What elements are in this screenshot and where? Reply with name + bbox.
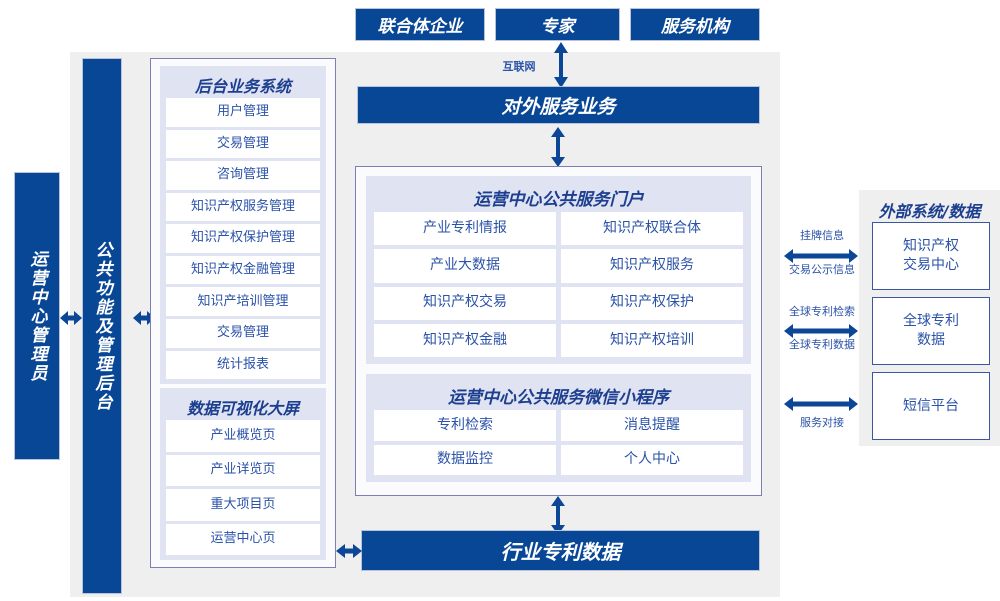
top-actor-label: 服务机构 (661, 17, 729, 37)
backend-system-item[interactable]: 知识产权服务管理 (166, 192, 320, 222)
public-portal-item[interactable]: 产业专利情报 (374, 212, 556, 246)
operator-role-box[interactable]: 运营中心管理员 (14, 172, 60, 460)
public-portal-item[interactable]: 知识产权培训 (561, 323, 743, 357)
data-visualization-item[interactable]: 重大项目页 (166, 489, 320, 521)
external-link-label-bottom-2: 服务对接 (800, 416, 844, 429)
backend-system-item[interactable]: 咨询管理 (166, 161, 320, 190)
wechat-miniprogram-item[interactable]: 消息提醒 (561, 410, 743, 441)
backend-system-item[interactable]: 交易管理 (166, 318, 320, 348)
external-link-arrow-0 (784, 248, 858, 264)
admin-backend-box[interactable]: 公共功能及管理后台 (82, 58, 122, 594)
wechat-miniprogram-grid: 专利检索 消息提醒 数据监控 个人中心 (374, 410, 743, 475)
external-system-box-2[interactable]: 短信平台 (872, 372, 990, 440)
external-link-label-top-0: 挂牌信息 (800, 229, 844, 242)
industry-patent-data-bar[interactable]: 行业专利数据 (361, 530, 760, 571)
backend-system-item[interactable]: 用户管理 (166, 98, 320, 127)
top-actor-box-0[interactable]: 联合体企业 (355, 8, 485, 41)
wechat-miniprogram-item[interactable]: 个人中心 (561, 444, 743, 475)
public-portal-item[interactable]: 产业大数据 (374, 249, 556, 283)
top-actor-box-2[interactable]: 服务机构 (630, 8, 760, 41)
data-visualization-item[interactable]: 产业概览页 (166, 420, 320, 452)
data-visualization-title: 数据可视化大屏 (186, 399, 299, 418)
operator-admin-arrow (60, 310, 82, 326)
backend-system-item[interactable]: 交易管理 (166, 129, 320, 159)
external-link-label-bottom-0: 交易公示信息 (789, 263, 855, 276)
admin-backend-label: 公共功能及管理后台 (91, 240, 112, 412)
external-systems-title: 外部系统/数据 (878, 202, 981, 221)
wechat-miniprogram-item[interactable]: 专利检索 (374, 410, 556, 441)
public-portal-grid: 产业专利情报 知识产权联合体 产业大数据 知识产权服务 知识产权交易 知识产权保… (374, 212, 743, 357)
top-actor-label: 联合体企业 (377, 17, 463, 37)
external-system-label: 短信平台 (903, 397, 959, 414)
external-link-label-bottom-1: 全球专利数据 (789, 338, 855, 351)
backend-system-title: 后台业务系统 (194, 77, 291, 96)
data-visualization-item[interactable]: 产业详览页 (166, 454, 320, 486)
admin-backend-to-business-arrow (133, 310, 155, 326)
operator-role-label: 运营中心管理员 (26, 249, 47, 383)
external-system-label: 全球专利 数据 (903, 313, 959, 348)
internet-link-label: 互联网 (502, 60, 536, 73)
data-visualization-item[interactable]: 运营中心页 (166, 523, 320, 555)
public-portal-item[interactable]: 知识产权联合体 (561, 212, 743, 246)
public-portal-item[interactable]: 知识产权金融 (374, 323, 556, 357)
external-link-arrow-2 (784, 396, 858, 412)
top-actor-label: 专家 (540, 17, 575, 37)
top-actor-box-1[interactable]: 专家 (495, 8, 620, 41)
data-visualization-list: 产业概览页 产业详览页 重大项目页 运营中心页 (166, 420, 320, 555)
backend-system-item[interactable]: 知识产培训管理 (166, 287, 320, 316)
external-system-box-1[interactable]: 全球专利 数据 (872, 297, 990, 365)
external-link-arrow-1 (784, 323, 858, 339)
backend-system-item[interactable]: 知识产权保护管理 (166, 224, 320, 253)
external-system-label: 知识产权 交易中心 (903, 238, 959, 273)
internet-arrow (552, 42, 570, 88)
public-portal-item[interactable]: 知识产权交易 (374, 286, 556, 320)
backend-system-item[interactable]: 知识产权金融管理 (166, 255, 320, 285)
external-service-bar[interactable]: 对外服务业务 (357, 86, 760, 124)
external-link-label-top-1: 全球专利检索 (789, 305, 855, 318)
business-to-industry-data-arrow (336, 543, 362, 559)
portal-to-data-arrow (549, 496, 567, 535)
external-system-box-0[interactable]: 知识产权 交易中心 (872, 222, 990, 290)
wechat-miniprogram-item[interactable]: 数据监控 (374, 444, 556, 475)
public-portal-title: 运营中心公共服务门户 (473, 190, 644, 210)
backend-system-item[interactable]: 统计报表 (166, 350, 320, 380)
public-portal-item[interactable]: 知识产权服务 (561, 249, 743, 283)
backend-system-list: 用户管理 交易管理 咨询管理 知识产权服务管理 知识产权保护管理 知识产权金融管… (166, 98, 320, 380)
service-to-portal-arrow (549, 127, 567, 167)
industry-patent-data-label: 行业专利数据 (500, 540, 621, 564)
wechat-miniprogram-title: 运营中心公共服务微信小程序 (448, 388, 669, 408)
public-portal-item[interactable]: 知识产权保护 (561, 286, 743, 320)
external-service-label: 对外服务业务 (501, 95, 616, 118)
